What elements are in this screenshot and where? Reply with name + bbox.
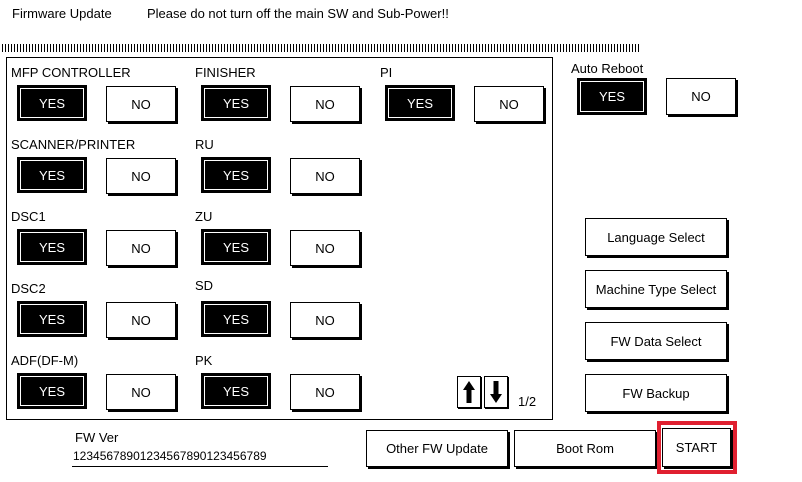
scanner-printer-yes-button[interactable]: YES <box>17 157 87 193</box>
dsc2-yes-button[interactable]: YES <box>17 301 87 337</box>
zu-no-button[interactable]: NO <box>290 230 360 266</box>
auto-reboot-yes-button[interactable]: YES <box>577 78 647 115</box>
fw-data-select-button[interactable]: FW Data Select <box>585 322 727 360</box>
page-title: Firmware Update <box>12 6 112 21</box>
language-select-button[interactable]: Language Select <box>585 218 727 256</box>
page-indicator: 1/2 <box>518 394 537 409</box>
component-label-finisher: FINISHER <box>195 65 256 80</box>
auto-reboot-label: Auto Reboot <box>571 61 644 76</box>
ru-yes-button[interactable]: YES <box>201 157 271 193</box>
fw-ver-underline <box>72 466 328 467</box>
auto-reboot-no-button[interactable]: NO <box>666 78 736 115</box>
pi-yes-button[interactable]: YES <box>385 85 455 121</box>
component-label-scanner-printer: SCANNER/PRINTER <box>11 137 136 152</box>
page-up-button[interactable] <box>457 376 481 408</box>
scanner-printer-no-button[interactable]: NO <box>106 158 176 194</box>
finisher-no-button[interactable]: NO <box>290 86 360 122</box>
mfp-controller-yes-button[interactable]: YES <box>17 85 87 121</box>
sd-yes-button[interactable]: YES <box>201 301 271 337</box>
boot-rom-button[interactable]: Boot Rom <box>514 430 656 467</box>
component-label-mfp-controller: MFP CONTROLLER <box>11 65 131 80</box>
zu-yes-button[interactable]: YES <box>201 229 271 265</box>
arrow-down-icon <box>490 381 502 403</box>
other-fw-update-button[interactable]: Other FW Update <box>366 430 508 467</box>
dsc1-no-button[interactable]: NO <box>106 230 176 266</box>
component-label-dsc1: DSC1 <box>11 209 46 224</box>
adf-no-button[interactable]: NO <box>106 374 176 410</box>
pi-no-button[interactable]: NO <box>474 86 544 122</box>
dsc2-no-button[interactable]: NO <box>106 302 176 338</box>
sd-no-button[interactable]: NO <box>290 302 360 338</box>
fw-ver-label: FW Ver <box>75 430 119 445</box>
pk-no-button[interactable]: NO <box>290 374 360 410</box>
mfp-controller-no-button[interactable]: NO <box>106 86 176 122</box>
machine-type-select-button[interactable]: Machine Type Select <box>585 270 727 308</box>
pk-yes-button[interactable]: YES <box>201 373 271 409</box>
component-label-pi: PI <box>380 65 393 80</box>
page-down-button[interactable] <box>484 376 508 408</box>
warning-message: Please do not turn off the main SW and S… <box>147 6 449 21</box>
component-label-ru: RU <box>195 137 214 152</box>
adf-yes-button[interactable]: YES <box>17 373 87 409</box>
finisher-yes-button[interactable]: YES <box>201 85 271 121</box>
fw-ver-value: 12345678901234567890123456789 <box>73 449 267 463</box>
start-button[interactable]: START <box>662 428 731 467</box>
component-label-sd: SD <box>195 278 214 293</box>
start-highlight-frame <box>657 421 737 474</box>
fw-backup-button[interactable]: FW Backup <box>585 374 727 412</box>
component-label-adf: ADF(DF-M) <box>11 353 79 368</box>
dsc1-yes-button[interactable]: YES <box>17 229 87 265</box>
component-panel <box>6 57 553 420</box>
component-label-zu: ZU <box>195 209 213 224</box>
component-label-pk: PK <box>195 353 213 368</box>
component-label-dsc2: DSC2 <box>11 281 46 296</box>
ru-no-button[interactable]: NO <box>290 158 360 194</box>
header-divider <box>2 44 640 52</box>
arrow-up-icon <box>463 381 475 403</box>
